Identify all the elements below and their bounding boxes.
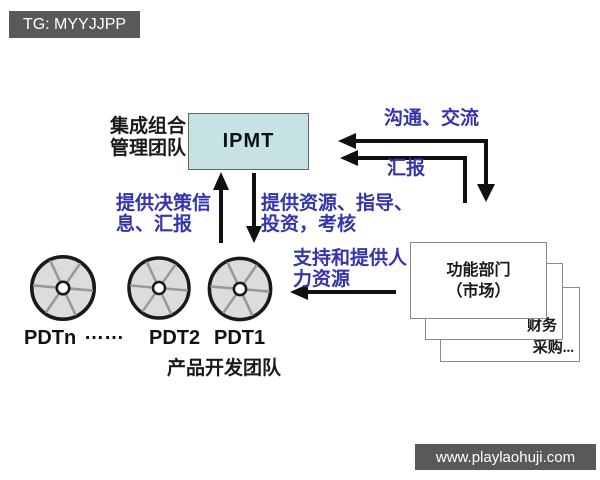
communicate-arrowhead-down xyxy=(477,184,495,202)
pdt-caption: 产品开发团队 xyxy=(167,358,282,379)
hr-support-label-line1: 支持和提供人 xyxy=(293,248,408,269)
watermark-url: www.playlaohuji.com xyxy=(415,444,596,470)
pdt-2-label: PDT2 xyxy=(149,327,201,349)
report-label: 汇报 xyxy=(387,158,426,179)
ipmt-team-label: 集成组合 管理团队 xyxy=(110,116,186,160)
pdt-ellipsis: …… xyxy=(84,322,124,344)
pdt-1-wheel-icon xyxy=(207,256,273,322)
resources-arrowhead-down xyxy=(246,226,262,243)
report-arrow xyxy=(354,156,467,203)
communicate-label: 沟通、交流 xyxy=(384,108,480,129)
procurement-label: 采购... xyxy=(532,340,574,356)
resources-label-line1: 提供资源、指导、 xyxy=(261,193,414,214)
decision-label-line1: 提供决策信 xyxy=(116,193,212,214)
resources-label: 提供资源、指导、 投资，考核 xyxy=(261,193,413,235)
decision-label-line2: 息、汇报 xyxy=(116,214,193,235)
ipmt-team-label-line1: 集成组合 xyxy=(110,116,187,137)
pdt-n-label: PDTn xyxy=(24,327,77,349)
pdt-1-label: PDT1 xyxy=(214,327,266,349)
ipmt-team-label-line2: 管理团队 xyxy=(110,138,187,159)
functional-dept-label-line1: 功能部门 xyxy=(446,261,511,279)
decision-label: 提供决策信 息、汇报 xyxy=(116,193,211,235)
functional-dept-label-line2: （市场） xyxy=(446,282,511,300)
finance-label: 财务 xyxy=(526,318,557,334)
pdt-n-wheel-icon xyxy=(29,254,97,322)
resources-label-line2: 投资，考核 xyxy=(261,214,357,235)
functional-dept-box-market: 功能部门 （市场） xyxy=(410,242,547,319)
ipmt-box: IPMT xyxy=(188,113,309,170)
pdt-2-wheel-icon xyxy=(127,256,191,320)
report-arrowhead-left xyxy=(340,150,358,166)
hr-support-label: 支持和提供人 力资源 xyxy=(293,248,407,290)
hr-support-label-line2: 力资源 xyxy=(293,269,351,290)
decision-arrowhead-up xyxy=(213,172,229,190)
watermark-top-left: TG: MYYJJPP xyxy=(9,11,140,38)
hr-arrowhead-left xyxy=(290,284,308,300)
communicate-arrowhead-left xyxy=(338,133,356,149)
communicate-arrow xyxy=(352,139,488,188)
